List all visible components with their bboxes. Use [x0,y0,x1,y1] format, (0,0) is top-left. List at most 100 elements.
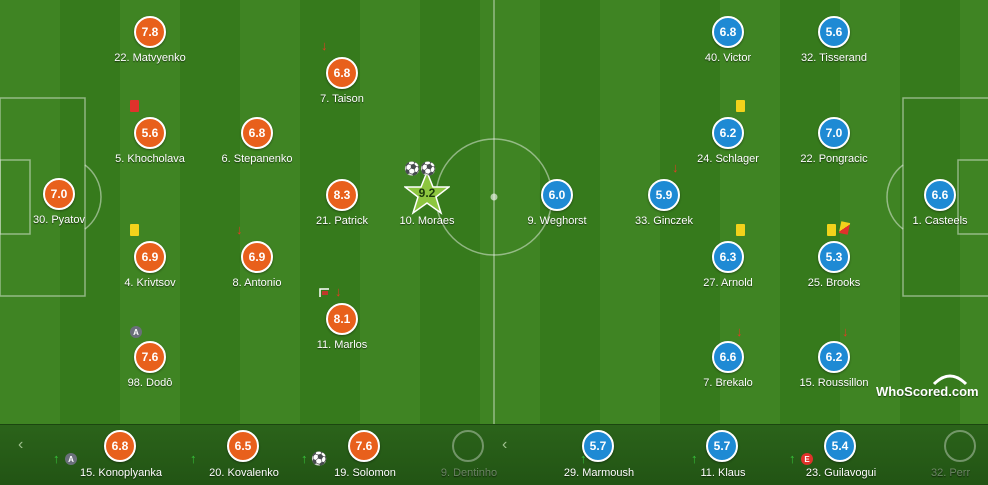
player-away-brekalo[interactable]: 6.6 7. Brekalo [678,341,778,401]
rating-badge: 5.3 [818,241,850,273]
player-away-tisserand[interactable]: 5.6 32. Tisserand [784,16,884,76]
sub-off-icon: ↓ [842,324,849,339]
sub-on-icon: ↑ [301,451,308,466]
pitch: 7.8 22. Matvyenko 5.6 5. Khocholava 6.8 … [0,0,988,424]
bench-player-konoplyanka[interactable]: 6.8 15. Konoplyanka [66,426,176,482]
player-away-casteels[interactable]: 6.6 1. Casteels [890,179,988,239]
man-of-the-match-star-icon [404,171,450,215]
player-away-victor[interactable]: 6.8 40. Victor [678,16,778,76]
player-name: 11. Marlos [316,339,368,351]
error-icon: E [801,453,813,465]
player-away-brooks[interactable]: 5.3 25. Brooks [784,241,884,301]
player-away-schlager[interactable]: 6.2 24. Schlager [678,117,778,177]
rating-badge: 7.6 [134,341,166,373]
sub-on-icon: ↑ [53,451,60,466]
player-name: 40. Victor [704,52,752,64]
player-name: 6. Stepanenko [221,153,293,165]
player-name: 9. Weghorst [527,215,587,227]
rating-badge: 6.8 [104,430,136,462]
player-home-khocholava[interactable]: 5.6 5. Khocholava [100,117,200,177]
logo-swoosh-icon [932,374,968,386]
player-away-roussillon[interactable]: 6.2 15. Roussillon [784,341,884,401]
player-name: 11. Klaus [700,467,746,479]
rating-badge: 7.8 [134,16,166,48]
player-away-weghorst[interactable]: 6.0 9. Weghorst [507,179,607,239]
player-name: 1. Casteels [912,215,968,227]
rating-badge: 6.3 [712,241,744,273]
bench-player-perr[interactable]: 32. Perr [906,426,988,482]
player-name: 22. Pongracic [800,153,868,165]
player-home-taison[interactable]: 6.8 7. Taison [292,57,392,117]
player-name: 4. Krivtsov [124,277,176,289]
rating-badge: 6.9 [134,241,166,273]
player-name: 8. Antonio [232,277,282,289]
rating-badge: 5.4 [824,430,856,462]
bench-player-klaus[interactable]: 5.7 11. Klaus [668,426,778,482]
player-name: 27. Arnold [703,277,753,289]
red-card-icon [130,100,139,112]
rating-badge: 6.6 [712,341,744,373]
rating-badge: 7.0 [43,178,75,210]
rating-badge: 5.9 [648,179,680,211]
bench-player-solomon[interactable]: 7.6 19. Solomon [310,426,420,482]
player-away-pongracic[interactable]: 7.0 22. Pongracic [784,117,884,177]
goal-icon: ⚽ [404,161,421,176]
rating-badge: 5.7 [582,430,614,462]
player-away-arnold[interactable]: 6.3 27. Arnold [678,241,778,301]
player-away-ginczek[interactable]: 5.9 33. Ginczek [614,179,714,239]
player-home-pyatov[interactable]: 7.0 30. Pyatov [9,178,109,238]
player-name: 25. Brooks [807,277,861,289]
rating-badge: 6.8 [326,57,358,89]
player-name: 98. Dodô [127,377,173,389]
player-name: 7. Taison [320,93,364,105]
goal-icon: ⚽ [311,451,328,466]
sub-off-icon: ↓ [736,324,743,339]
captain-icon: A [65,453,77,465]
rating-badge: 6.8 [712,16,744,48]
bench-player-dentinho[interactable]: 9. Dentinho [414,426,524,482]
rating-badge: 6.0 [541,179,573,211]
sub-on-icon: ↑ [190,451,197,466]
sub-on-icon: ↑ [691,451,698,466]
sub-off-icon: ↓ [335,284,342,299]
rating-badge: 9.2 [418,186,436,200]
player-name: 20. Kovalenko [209,467,279,479]
player-home-matvyenko[interactable]: 7.8 22. Matvyenko [100,16,200,76]
rating-badge: 6.2 [712,117,744,149]
player-home-stepanenko[interactable]: 6.8 6. Stepanenko [207,117,307,177]
away-bench-prev-chevron-icon[interactable]: ‹ [502,436,508,453]
sub-off-icon: ↓ [321,38,328,53]
player-home-moraes[interactable]: 9.2 10. Moraes [377,171,477,239]
bench-player-kovalenko[interactable]: 6.5 20. Kovalenko [189,426,299,482]
player-home-marlos[interactable]: 8.1 11. Marlos [292,303,392,363]
home-bench-prev-chevron-icon[interactable]: ‹ [18,436,24,453]
player-name: 9. Dentinho [440,467,498,479]
player-name: 30. Pyatov [33,214,85,226]
bench-player-guilavogui[interactable]: 5.4 23. Guilavogui [786,426,896,482]
rating-badge [452,430,484,462]
player-name: 5. Khocholava [115,153,185,165]
player-name: 32. Perr [931,467,971,479]
captain-icon: A [130,326,142,338]
assist-icon [319,288,329,297]
sub-on-icon: ↑ [580,451,587,466]
logo-text: WhoScored.com [876,384,979,399]
rating-badge: 6.6 [924,179,956,211]
rating-badge: 6.8 [241,117,273,149]
rating-badge: 5.7 [706,430,738,462]
player-home-antonio[interactable]: 6.9 8. Antonio [207,241,307,301]
yellow-card-icon [827,224,836,236]
player-name: 23. Guilavogui [805,467,877,479]
goal-icon: ⚽ [420,161,437,176]
sub-off-icon: ↓ [672,160,679,175]
rating-badge: 5.6 [818,16,850,48]
substitutes-bar [0,424,988,485]
player-home-dodo[interactable]: 7.6 98. Dodô [100,341,200,401]
player-name: 7. Brekalo [703,377,753,389]
player-home-patrick[interactable]: 8.3 21. Patrick [292,179,392,239]
player-name: 29. Marmoush [563,467,635,479]
bench-player-marmoush[interactable]: 5.7 29. Marmoush [544,426,654,482]
rating-badge: 8.3 [326,179,358,211]
player-home-krivtsov[interactable]: 6.9 4. Krivtsov [100,241,200,301]
sub-off-icon: ↓ [236,222,243,237]
